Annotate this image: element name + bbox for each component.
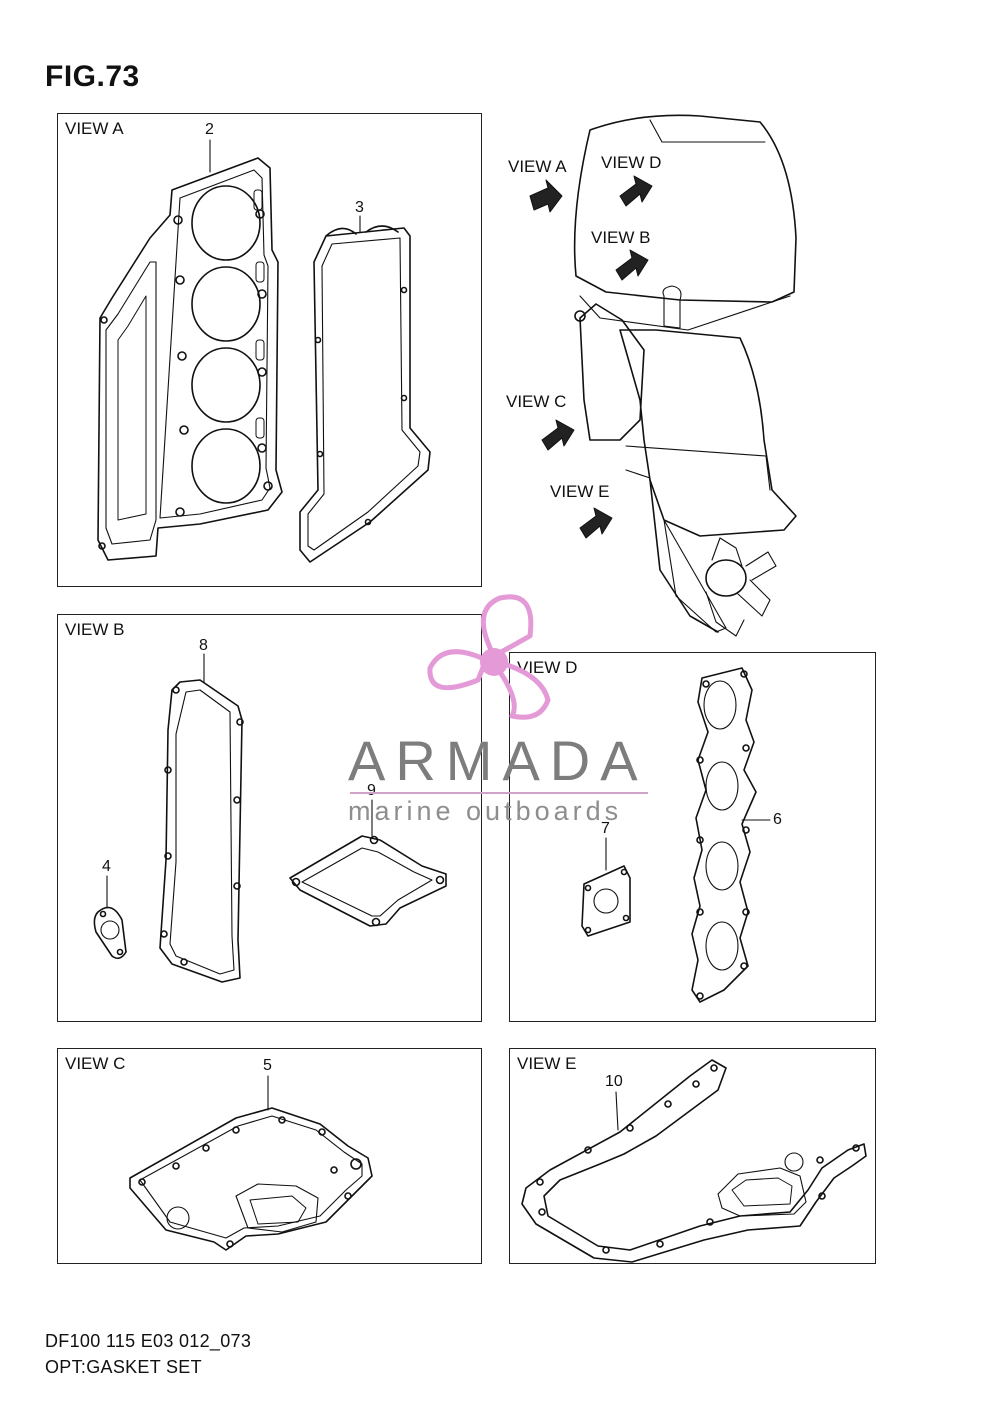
view-a-panel: VIEW A xyxy=(57,113,482,587)
oil-pan-gasket xyxy=(159,679,244,983)
intake-manifold-gasket xyxy=(691,667,757,1003)
diagram-caption: OPT:GASKET SET xyxy=(45,1357,202,1377)
part-7-callout: 7 xyxy=(601,820,610,837)
watermark-tagline: marine outboards xyxy=(348,796,623,826)
lower-cover-gasket xyxy=(521,1059,867,1263)
watermark-divider xyxy=(350,792,648,794)
engine-view-e-label: VIEW E xyxy=(550,482,610,501)
watermark-brand: ARMADA xyxy=(348,729,648,792)
figure-title: FIG.73 xyxy=(45,60,140,93)
head-cover-gasket xyxy=(299,225,431,563)
view-c-panel: VIEW C xyxy=(57,1048,482,1264)
view-d-panel: VIEW D xyxy=(509,652,876,1022)
view-b-label: VIEW B xyxy=(65,620,125,639)
engine-view-d-label: VIEW D xyxy=(601,153,662,172)
cylinder-head-gasket xyxy=(97,157,283,561)
part-2-callout: 2 xyxy=(205,121,214,138)
leader-line xyxy=(615,1091,619,1131)
view-e-label: VIEW E xyxy=(517,1054,577,1073)
engine-view-b-label: VIEW B xyxy=(591,228,651,247)
part-3-callout: 3 xyxy=(355,199,364,216)
part-4-callout: 4 xyxy=(102,858,111,875)
view-e-panel: VIEW E xyxy=(509,1048,876,1264)
small-flange-gasket xyxy=(93,906,127,960)
engine-view-a-label: VIEW A xyxy=(508,157,567,176)
part-10-callout: 10 xyxy=(605,1073,623,1090)
exhaust-cover-gasket xyxy=(129,1107,373,1251)
armada-logo-icon xyxy=(427,594,551,720)
diagram-code: DF100 115 E03 012_073 xyxy=(45,1331,252,1351)
part-6-callout: 6 xyxy=(773,811,782,828)
part-9-callout: 9 xyxy=(367,782,376,799)
engine-view-c-label: VIEW C xyxy=(506,392,567,411)
outboard-engine xyxy=(573,114,797,637)
view-arrows xyxy=(529,175,653,539)
mount-cover-gasket xyxy=(289,835,447,927)
view-b-panel: VIEW B xyxy=(57,614,482,1022)
part-8-callout: 8 xyxy=(199,637,208,654)
view-d-label: VIEW D xyxy=(517,658,578,677)
view-c-label: VIEW C xyxy=(65,1054,126,1073)
part-5-callout: 5 xyxy=(263,1057,272,1074)
throttle-body-gasket xyxy=(581,865,631,937)
view-a-label: VIEW A xyxy=(65,119,124,138)
